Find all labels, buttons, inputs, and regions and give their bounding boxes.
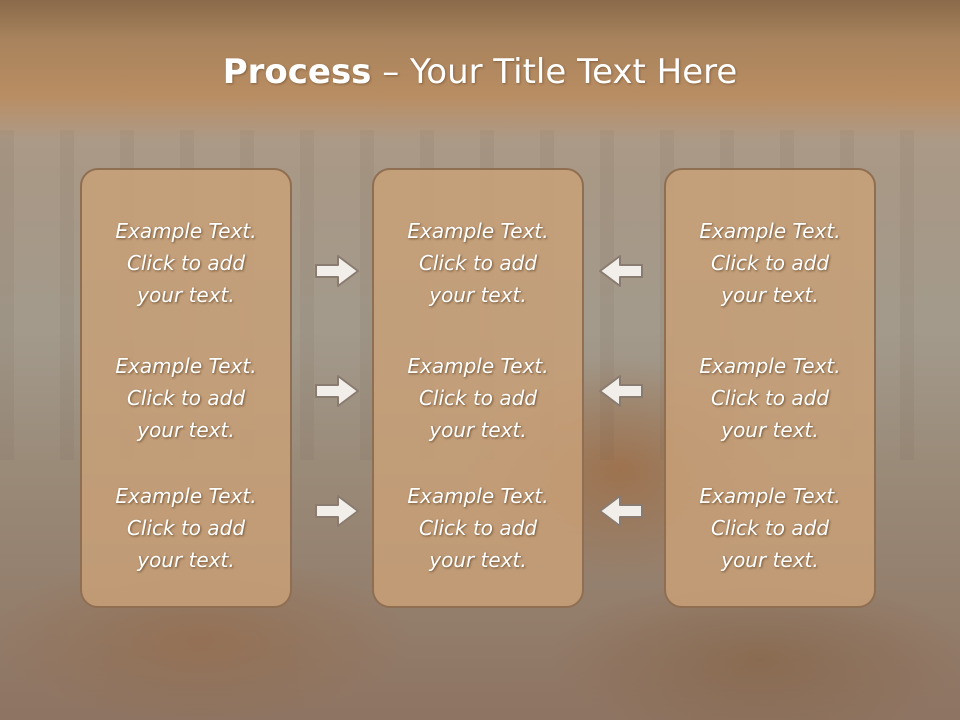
text-line: Example Text. <box>407 484 549 508</box>
text-block[interactable]: Example Text. Click to add your text. <box>82 480 290 576</box>
arrow-right-icon <box>315 375 359 407</box>
text-line: Click to add <box>126 516 246 540</box>
title-rest: – Your Title Text Here <box>371 52 738 92</box>
slide-title[interactable]: Process – Your Title Text Here <box>0 52 960 92</box>
text-line: Example Text. <box>407 219 549 243</box>
text-line: Example Text. <box>699 354 841 378</box>
text-line: Example Text. <box>115 484 257 508</box>
text-line: your text. <box>137 418 235 442</box>
text-block[interactable]: Example Text. Click to add your text. <box>374 215 582 311</box>
text-line: your text. <box>721 548 819 572</box>
text-block[interactable]: Example Text. Click to add your text. <box>374 350 582 446</box>
text-line: Example Text. <box>407 354 549 378</box>
text-line: Click to add <box>710 516 830 540</box>
text-line: Click to add <box>418 251 538 275</box>
text-line: your text. <box>721 418 819 442</box>
text-block[interactable]: Example Text. Click to add your text. <box>82 215 290 311</box>
text-block[interactable]: Example Text. Click to add your text. <box>666 350 874 446</box>
right-text-box[interactable]: Example Text. Click to add your text. Ex… <box>664 168 876 608</box>
text-block[interactable]: Example Text. Click to add your text. <box>666 215 874 311</box>
text-line: Example Text. <box>115 219 257 243</box>
arrow-left-icon <box>599 375 643 407</box>
text-line: Click to add <box>710 251 830 275</box>
text-line: your text. <box>721 283 819 307</box>
text-line: your text. <box>137 548 235 572</box>
arrow-right-icon <box>315 255 359 287</box>
text-line: your text. <box>429 548 527 572</box>
arrow-right-icon <box>315 495 359 527</box>
text-line: your text. <box>429 418 527 442</box>
arrow-left-icon <box>599 495 643 527</box>
text-block[interactable]: Example Text. Click to add your text. <box>82 350 290 446</box>
text-line: Example Text. <box>115 354 257 378</box>
text-block[interactable]: Example Text. Click to add your text. <box>666 480 874 576</box>
center-text-box[interactable]: Example Text. Click to add your text. Ex… <box>372 168 584 608</box>
title-bar <box>0 0 960 140</box>
text-line: your text. <box>429 283 527 307</box>
text-line: Example Text. <box>699 219 841 243</box>
title-bold: Process <box>222 52 372 92</box>
text-line: Click to add <box>418 516 538 540</box>
left-text-box[interactable]: Example Text. Click to add your text. Ex… <box>80 168 292 608</box>
text-line: your text. <box>137 283 235 307</box>
text-line: Click to add <box>710 386 830 410</box>
text-line: Example Text. <box>699 484 841 508</box>
arrow-left-icon <box>599 255 643 287</box>
text-line: Click to add <box>126 251 246 275</box>
text-line: Click to add <box>126 386 246 410</box>
text-line: Click to add <box>418 386 538 410</box>
text-block[interactable]: Example Text. Click to add your text. <box>374 480 582 576</box>
